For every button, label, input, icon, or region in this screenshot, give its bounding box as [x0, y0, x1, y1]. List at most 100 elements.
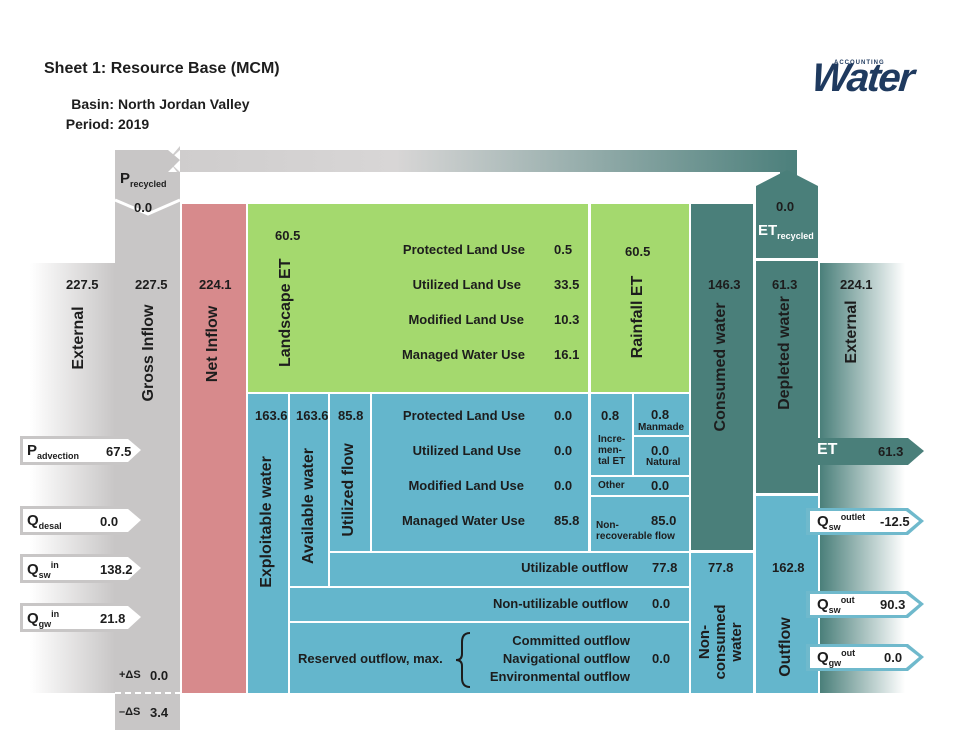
water-row-modified-value: 0.0	[554, 478, 573, 493]
inflow-q-sw-in-main: Q	[27, 561, 39, 578]
utilizable-outflow-value: 77.8	[652, 560, 678, 575]
out-q-gw-out: Qgwout	[817, 648, 855, 668]
basin-value: North Jordan Valley	[118, 96, 250, 112]
water-row-protected-label: Protected Land Use	[402, 408, 525, 423]
storage-plus-label: +ΔS	[119, 669, 141, 681]
storage-plus-value: 0.0	[150, 668, 169, 683]
inflow-q-gw-in-main: Q	[27, 610, 39, 627]
out-q-sw-out-sup: out	[840, 595, 855, 605]
inflow-q-desal-main: Q	[27, 512, 39, 529]
p-recycled-main: P	[120, 170, 131, 187]
utilizable-outflow-label: Utilizable outflow	[521, 560, 628, 575]
incremental-et-value: 0.8	[601, 408, 620, 423]
landscape-row-protected-value: 0.5	[554, 242, 573, 257]
landscape-row-managed-label: Managed Water Use	[401, 347, 525, 362]
landscape-et-value: 60.5	[275, 228, 301, 243]
consumed-water-label: Consumed water	[712, 302, 729, 432]
reserved-outflow-value: 0.0	[652, 651, 671, 666]
utilized-flow-value: 85.8	[338, 408, 364, 423]
nonrecoverable-label: Non- recoverable flow	[596, 520, 675, 542]
reserved-outflow-label: Reserved outflow, max.	[298, 651, 443, 666]
manmade-label: Manmade	[638, 422, 685, 433]
inflow-p-advection-value: 67.5	[106, 444, 132, 459]
et-out-value: 61.3	[878, 444, 904, 459]
depleted-water-value: 61.3	[772, 277, 798, 292]
water-row-utilized-label: Utilized Land Use	[412, 443, 521, 458]
other-value: 0.0	[651, 478, 670, 493]
exploitable-water-value: 163.6	[255, 408, 288, 423]
out-q-sw-outlet-sup: outlet	[840, 512, 866, 522]
external-right-label: External	[843, 300, 860, 364]
period-value: 2019	[118, 116, 150, 132]
inflow-p-advection: Padvection	[27, 442, 79, 461]
inflow-q-gw-in-sub: gw	[38, 619, 52, 629]
natural-value: 0.0	[651, 443, 670, 458]
water-row-managed-label: Managed Water Use	[401, 513, 525, 528]
landscape-row-modified-label: Modified Land Use	[408, 312, 524, 327]
available-water-value: 163.6	[296, 408, 329, 423]
inflow-q-desal: Qdesal	[27, 512, 62, 531]
nonrecoverable-value: 85.0	[651, 513, 677, 528]
inflow-q-gw-in-sup: in	[51, 609, 60, 619]
logo-small-text: ACCOUNTING	[834, 60, 885, 66]
rainfall-et-value: 60.5	[625, 244, 651, 259]
external-left-label: External	[70, 306, 87, 370]
available-water-label: Available water	[300, 448, 317, 564]
inflow-q-gw-in: Qgwin	[27, 609, 59, 629]
water-row-managed-value: 85.8	[554, 513, 580, 528]
page-title: Sheet 1: Resource Base (MCM)	[44, 60, 280, 77]
inflow-q-sw-in-sub: sw	[38, 570, 51, 580]
landscape-row-utilized-value: 33.5	[554, 277, 580, 292]
p-recycled-label: Precycled	[120, 170, 167, 189]
nonconsumed-water-label: Non- consumed water	[696, 604, 745, 680]
external-left-value: 227.5	[66, 277, 99, 292]
p-recycled-value: 0.0	[134, 200, 153, 215]
et-recycled-label: ETrecycled	[758, 222, 814, 241]
inflow-p-advection-sub: advection	[37, 451, 80, 461]
manmade-value: 0.8	[651, 407, 670, 422]
natural-label: Natural	[646, 457, 681, 468]
et-recycled-main: ET	[758, 222, 778, 239]
out-q-sw-out-sub: sw	[828, 605, 841, 615]
landscape-row-utilized-label: Utilized Land Use	[412, 277, 521, 292]
water-row-utilized-value: 0.0	[554, 443, 573, 458]
out-q-gw-out-sub: gw	[828, 658, 842, 668]
reserved-item-committed: Committed outflow	[512, 633, 630, 648]
storage-minus-value: 3.4	[150, 705, 169, 720]
incremental-et-label: Incre- men- tal ET	[598, 434, 626, 467]
rainfall-et-label: Rainfall ET	[629, 275, 646, 359]
outflow-label: Outflow	[777, 617, 794, 677]
out-q-gw-out-sup: out	[841, 648, 856, 658]
depleted-water-label: Depleted water	[776, 296, 793, 410]
et-recycled-value: 0.0	[776, 199, 795, 214]
water-row-protected-value: 0.0	[554, 408, 573, 423]
out-q-sw-out-value: 90.3	[880, 597, 906, 612]
inflow-q-desal-value: 0.0	[100, 514, 119, 529]
period-label: Period:	[65, 116, 114, 132]
landscape-row-managed-value: 16.1	[554, 347, 580, 362]
inflow-p-advection-main: P	[27, 442, 38, 459]
out-q-gw-out-value: 0.0	[884, 650, 903, 665]
reserved-item-navigational: Navigational outflow	[502, 651, 630, 666]
basin-label: Basin:	[71, 96, 114, 112]
out-q-sw-outlet-sub: sw	[828, 522, 841, 532]
landscape-et-label: Landscape ET	[277, 258, 294, 367]
external-right-value: 224.1	[840, 277, 873, 292]
out-q-sw-outlet: Qswoutlet	[817, 512, 865, 532]
consumed-water-value: 146.3	[708, 277, 741, 292]
non-utilizable-outflow-value: 0.0	[652, 596, 671, 611]
inflow-q-desal-sub: desal	[38, 521, 62, 531]
outflow-value: 162.8	[772, 560, 805, 575]
p-recycled-sub: recycled	[130, 179, 167, 189]
net-inflow-value: 224.1	[199, 277, 232, 292]
out-q-gw-out-main: Q	[817, 649, 829, 666]
inflow-q-sw-in-sup: in	[50, 560, 59, 570]
out-q-sw-outlet-main: Q	[817, 513, 829, 530]
exploitable-water-label: Exploitable water	[258, 456, 275, 588]
et-recycled-sub: recycled	[777, 231, 814, 241]
water-accounting-logo: Water ACCOUNTING	[810, 56, 930, 108]
landscape-row-modified-value: 10.3	[554, 312, 580, 327]
nonconsumed-water-value: 77.8	[708, 560, 734, 575]
out-q-sw-out-main: Q	[817, 596, 829, 613]
